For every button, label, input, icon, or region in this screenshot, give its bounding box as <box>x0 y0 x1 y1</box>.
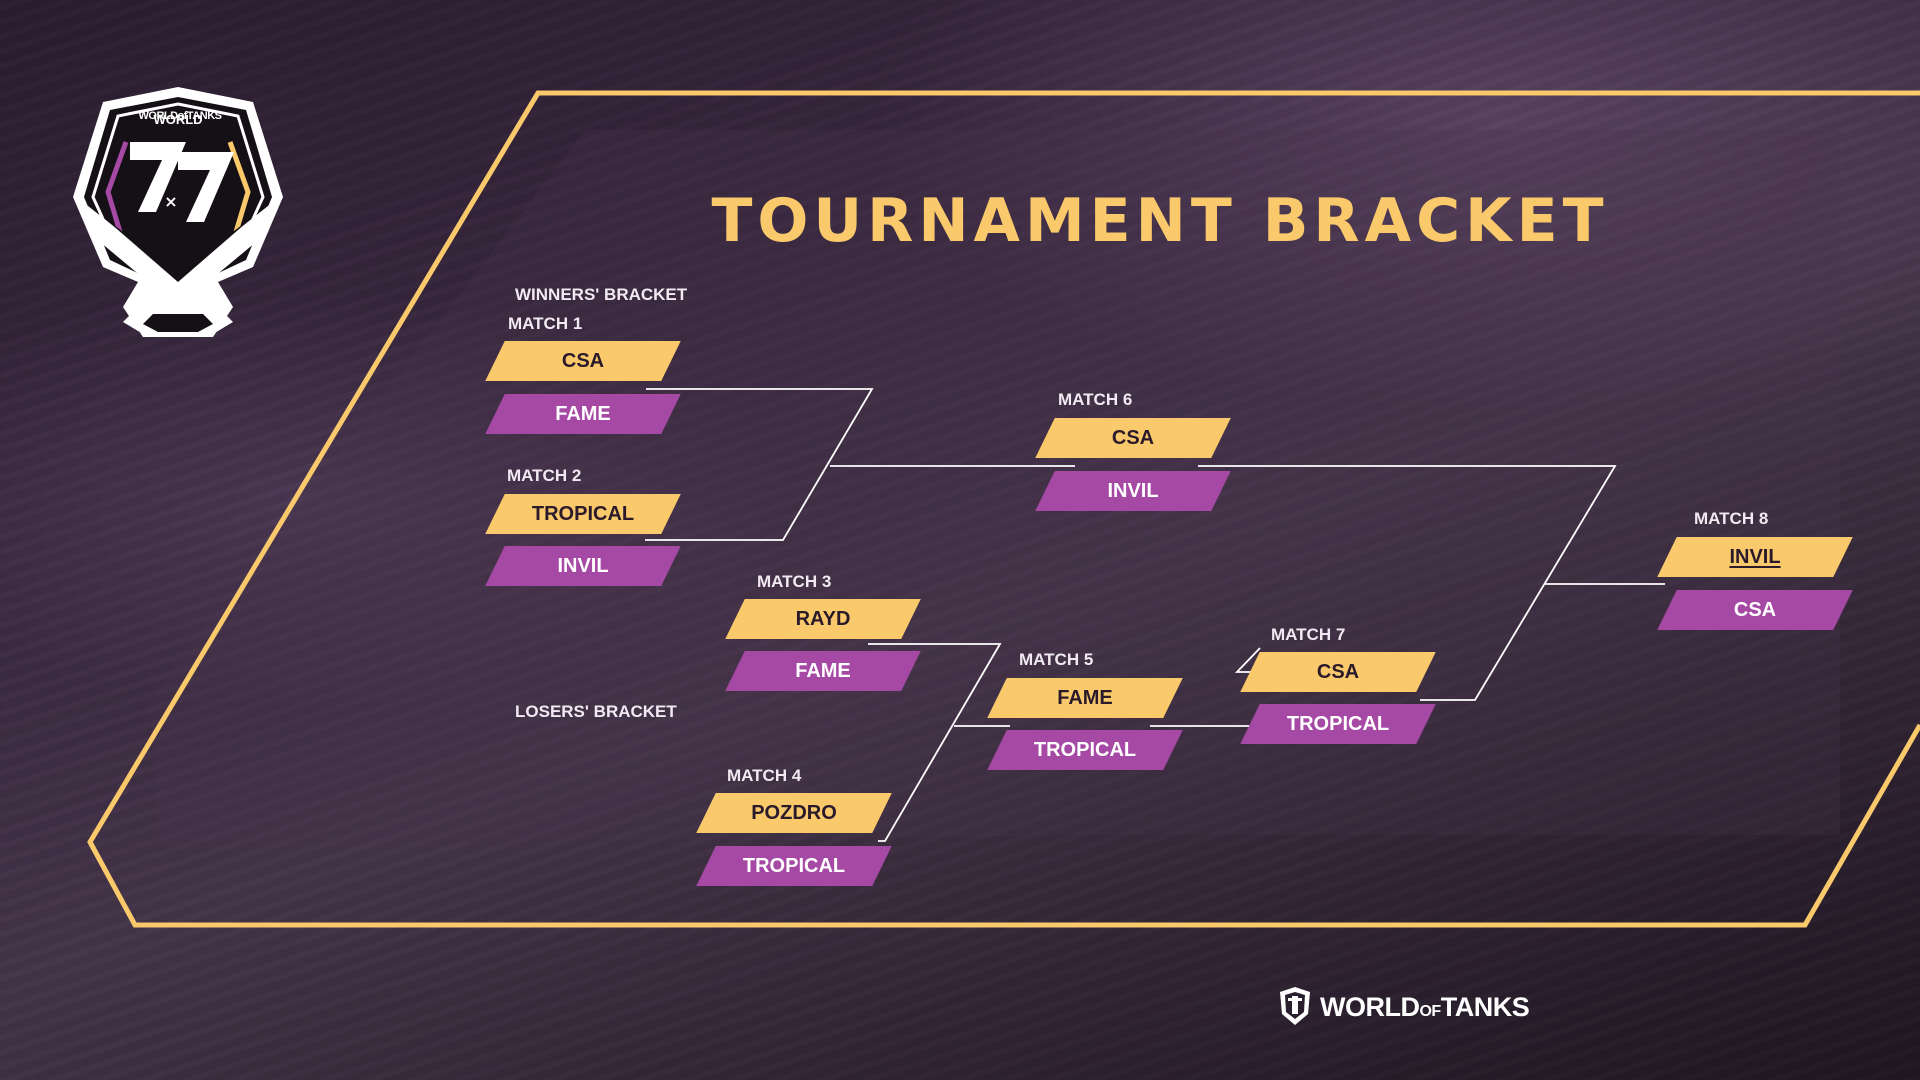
logo-text: WORLDofTANKS <box>138 110 223 122</box>
match-8-team-bottom[interactable]: CSA <box>1667 590 1843 630</box>
match-4-label: MATCH 4 <box>727 766 802 785</box>
page-title: TOURNAMENT BRACKET <box>711 186 1609 256</box>
match-1-team-bottom[interactable]: FAME <box>495 394 671 434</box>
svg-text:×: × <box>164 192 177 211</box>
tank-shield-icon <box>1280 987 1310 1025</box>
match-8-team-top-winner[interactable]: INVIL <box>1667 537 1843 577</box>
wot-footer-text: WORLDOFTANKS <box>1320 992 1530 1022</box>
connector-m6-to-m8 <box>1198 465 1617 701</box>
wot-7x7-logo: WORLD × <box>73 87 283 337</box>
connector-m1-m2-to-m6 <box>645 388 874 541</box>
match-1-label: MATCH 1 <box>508 314 583 333</box>
match-4-team-bottom[interactable]: TROPICAL <box>706 846 882 886</box>
match-5-team-top[interactable]: FAME <box>997 678 1173 718</box>
match-7-team-top[interactable]: CSA <box>1250 652 1426 692</box>
match-3-team-top[interactable]: RAYD <box>735 599 911 639</box>
match-6-team-top[interactable]: CSA <box>1045 418 1221 458</box>
wot-footer-logo: WORLDOFTANKS <box>1278 986 1530 1031</box>
match-2-team-bottom[interactable]: INVIL <box>495 546 671 586</box>
match-2-team-top[interactable]: TROPICAL <box>495 494 671 534</box>
match-1-team-top[interactable]: CSA <box>495 341 671 381</box>
winners-bracket-label: WINNERS' BRACKET <box>515 285 688 304</box>
losers-bracket-label: LOSERS' BRACKET <box>515 702 677 721</box>
match-4-team-top[interactable]: POZDRO <box>706 793 882 833</box>
frame-outline <box>538 93 1920 130</box>
match-3-label: MATCH 3 <box>757 572 832 591</box>
connector-m3-m4-to-m5 <box>868 643 1002 842</box>
match-7-team-bottom[interactable]: TROPICAL <box>1250 704 1426 744</box>
match-6-label: MATCH 6 <box>1058 390 1133 409</box>
match-8-label: MATCH 8 <box>1694 509 1769 528</box>
match-6-team-bottom[interactable]: INVIL <box>1045 471 1221 511</box>
svg-text:WORLD: WORLD <box>153 112 202 127</box>
match-2-label: MATCH 2 <box>507 466 582 485</box>
match-3-team-bottom[interactable]: FAME <box>735 651 911 691</box>
frame-border <box>87 90 1920 928</box>
match-7-label: MATCH 7 <box>1271 625 1346 644</box>
match-5-label: MATCH 5 <box>1019 650 1094 669</box>
bracket-connectors <box>645 388 1665 842</box>
match-5-team-bottom[interactable]: TROPICAL <box>997 730 1173 770</box>
